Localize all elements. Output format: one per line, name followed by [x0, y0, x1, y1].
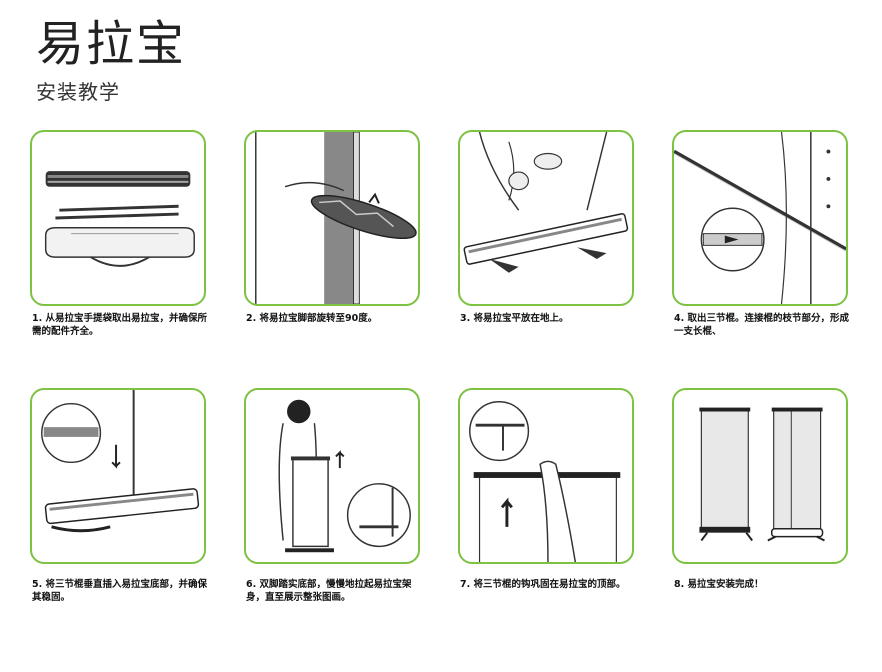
- step-8-caption: 8. 易拉宝安装完成！: [674, 579, 764, 590]
- step-7-illustration: [458, 388, 634, 564]
- page-title: 易拉宝: [36, 16, 187, 72]
- step-7-caption: 7. 将三节棍的钩巩固在易拉宝的顶部。: [460, 579, 626, 590]
- step-3-caption: 3. 将易拉宝平放在地上。: [460, 313, 569, 324]
- step-5-illustration: [30, 388, 206, 564]
- step-4-caption: 4. 取出三节棍。连接棍的枝节部分，形成一支长棍、: [674, 313, 850, 337]
- step-1-caption: 1. 从易拉宝手提袋取出易拉宝，并确保所需的配件齐全。: [32, 313, 208, 337]
- step-8-illustration: [672, 388, 848, 564]
- page-subtitle: 安装教学: [36, 80, 120, 104]
- step-6-caption: 6. 双脚踏实底部，慢慢地拉起易拉宝架身，直至展示整张图画。: [246, 579, 412, 603]
- step-3-illustration: [458, 130, 634, 306]
- step-4-illustration: [672, 130, 848, 306]
- step-5-caption: 5. 将三节棍垂直插入易拉宝底部，并确保其稳固。: [32, 579, 208, 603]
- step-1-illustration: [30, 130, 206, 306]
- step-2-caption: 2. 将易拉宝脚部旋转至90度。: [246, 313, 378, 324]
- step-6-illustration: [244, 388, 420, 564]
- step-2-illustration: [244, 130, 420, 306]
